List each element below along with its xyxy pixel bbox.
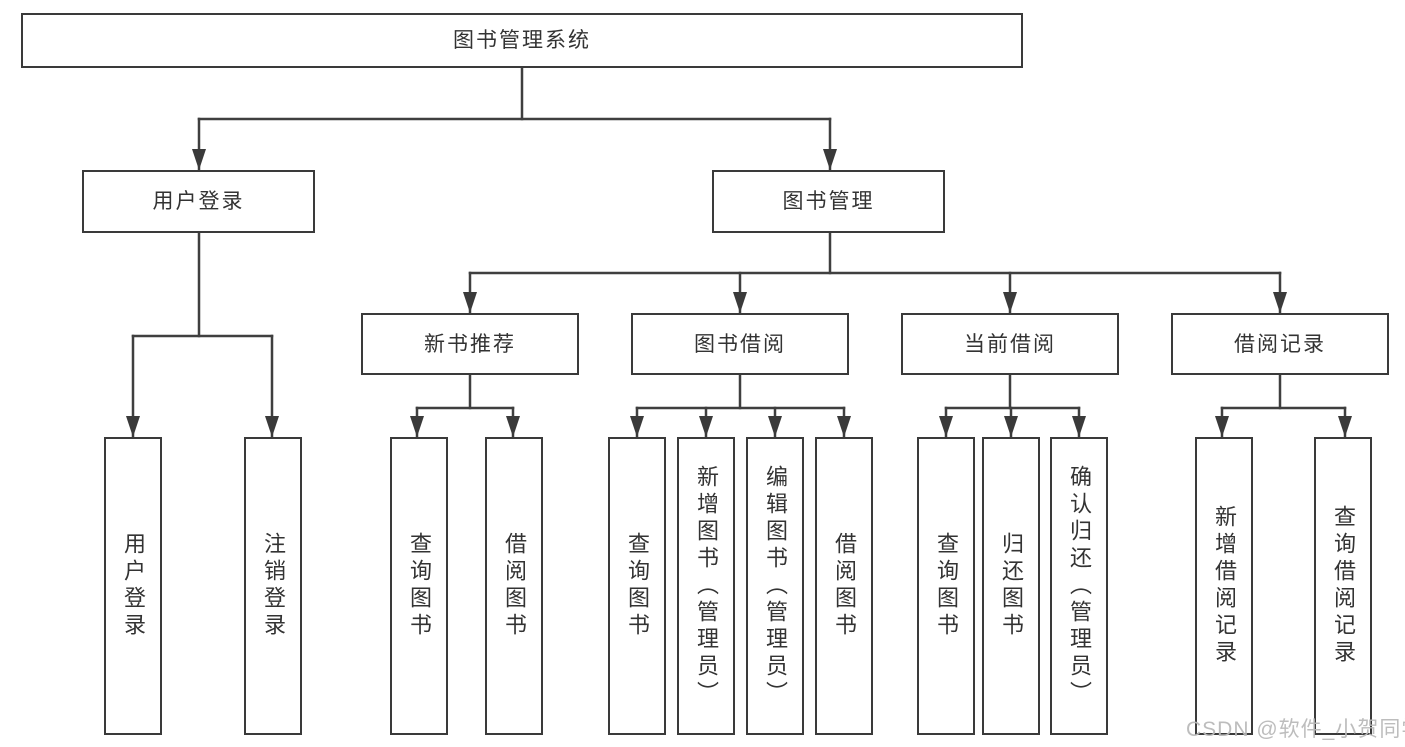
leaf-logout: 注销登录 [244, 437, 302, 735]
node-book-borrow: 图书借阅 [631, 313, 849, 375]
csdn-watermark: CSDN @软件_小贺同学 [1186, 718, 1405, 741]
leaf-add-borrow-record: 新增借阅记录 [1195, 437, 1253, 735]
leaf-return-book: 归还图书 [982, 437, 1040, 735]
leaf-add-book-admin: 新增图书（管理员） [677, 437, 735, 735]
node-user-login: 用户登录 [82, 170, 315, 233]
leaf-confirm-return-admin: 确认归还（管理员） [1050, 437, 1108, 735]
leaf-borrow-books: 借阅图书 [815, 437, 873, 735]
leaf-edit-book-admin: 编辑图书（管理员） [746, 437, 804, 735]
node-library-management-system: 图书管理系统 [21, 13, 1023, 68]
leaf-query-books: 查询图书 [917, 437, 975, 735]
node-current-borrow: 当前借阅 [901, 313, 1119, 375]
leaf-borrow-books: 借阅图书 [485, 437, 543, 735]
node-new-book-recommend: 新书推荐 [361, 313, 579, 375]
node-borrow-records: 借阅记录 [1171, 313, 1389, 375]
node-book-management: 图书管理 [712, 170, 945, 233]
leaf-query-borrow-record: 查询借阅记录 [1314, 437, 1372, 735]
leaf-query-books: 查询图书 [390, 437, 448, 735]
leaf-user-login: 用户登录 [104, 437, 162, 735]
leaf-query-books: 查询图书 [608, 437, 666, 735]
